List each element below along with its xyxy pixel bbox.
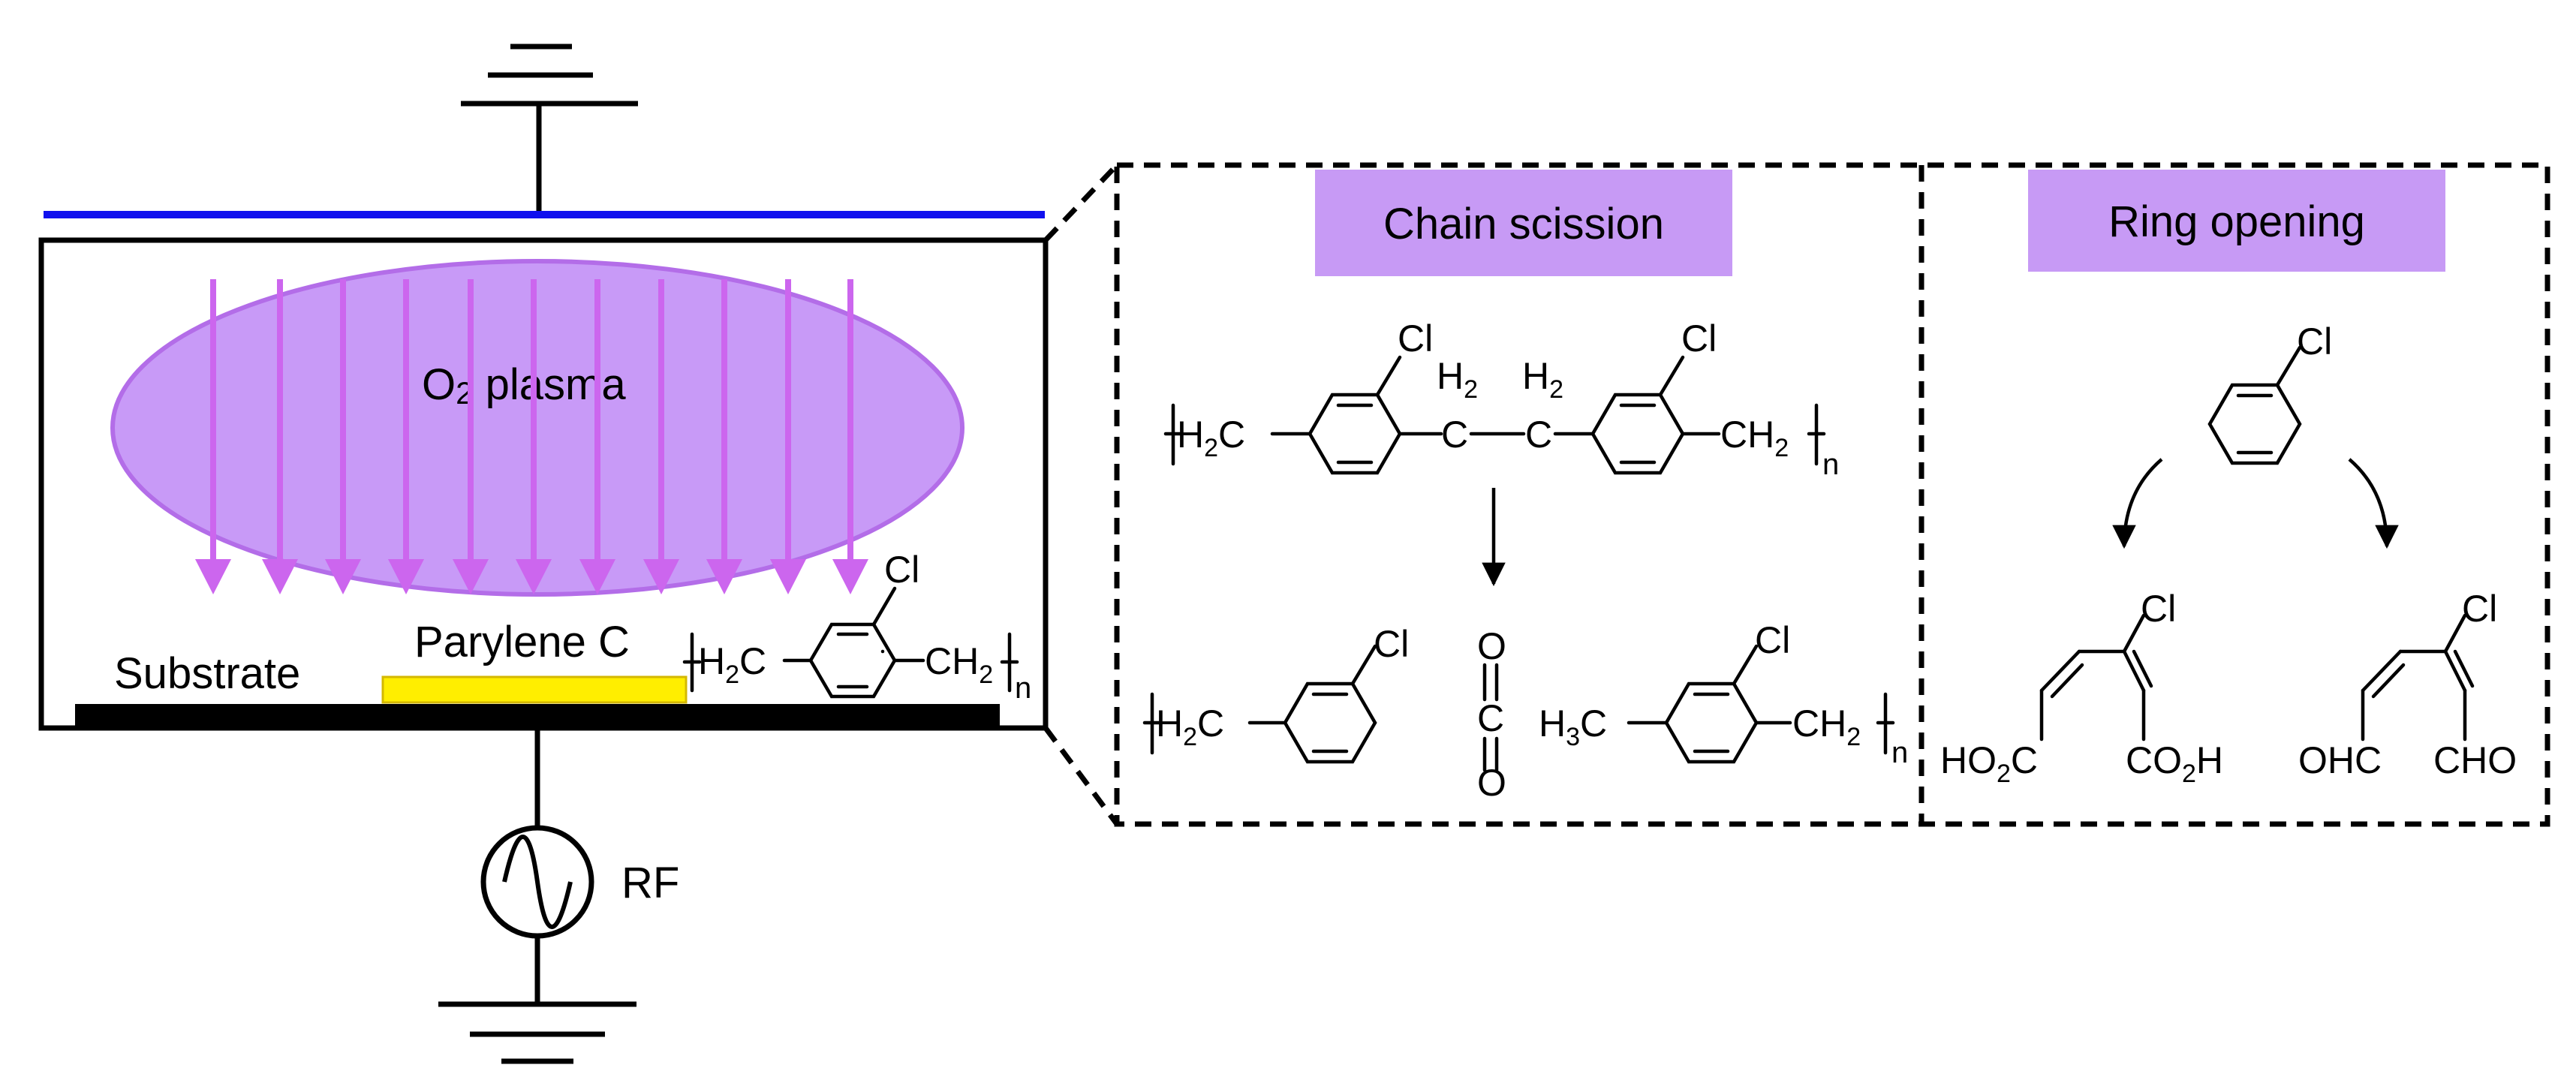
svg-text:Cl: Cl bbox=[884, 549, 919, 591]
svg-text:C: C bbox=[1477, 697, 1504, 739]
svg-text:CH2: CH2 bbox=[1720, 414, 1789, 462]
svg-text:O: O bbox=[1477, 625, 1506, 667]
substrate-plate bbox=[75, 704, 1000, 728]
svg-text:n: n bbox=[1015, 672, 1031, 705]
ion-flux-arrows bbox=[195, 279, 868, 594]
svg-text:H2C: H2C bbox=[1177, 414, 1245, 462]
svg-text:H2: H2 bbox=[1437, 355, 1478, 404]
zoom-line-top bbox=[1043, 163, 1119, 242]
svg-text:Cl: Cl bbox=[1374, 623, 1409, 665]
ion-flux-arrow-head bbox=[195, 559, 231, 594]
svg-text:CO2H: CO2H bbox=[2126, 739, 2223, 788]
chain-scission-header-bg bbox=[1315, 170, 1732, 276]
svg-text:O: O bbox=[1477, 762, 1506, 804]
svg-text:H3C: H3C bbox=[1539, 702, 1607, 751]
ion-flux-arrow-head bbox=[706, 559, 742, 594]
svg-text:CHO: CHO bbox=[2433, 739, 2517, 781]
plasma-cloud bbox=[110, 259, 964, 597]
detail-panel-border bbox=[1114, 162, 2550, 827]
chain-fragment-1: H2C Cl bbox=[1142, 623, 1409, 764]
svg-text:CH2: CH2 bbox=[925, 640, 993, 689]
svg-text:H2C: H2C bbox=[1156, 702, 1224, 751]
ion-flux-arrow-head bbox=[579, 559, 615, 594]
chain-fragment-2: H3C Cl CH2 n bbox=[1539, 619, 1908, 769]
chain-scission-header: Chain scission bbox=[1383, 200, 1664, 248]
co2-molecule: O C O bbox=[1477, 625, 1506, 804]
svg-text:OHC: OHC bbox=[2298, 739, 2382, 781]
svg-text:HO2C: HO2C bbox=[1940, 739, 2038, 788]
svg-text:n: n bbox=[1891, 736, 1908, 769]
svg-text:n: n bbox=[1822, 448, 1839, 481]
svg-text:CH2: CH2 bbox=[1792, 702, 1861, 751]
ion-flux-arrow-head bbox=[388, 559, 424, 594]
svg-text:Cl: Cl bbox=[1681, 317, 1717, 359]
svg-text:Cl: Cl bbox=[2141, 588, 2176, 630]
bottom-ground-symbol bbox=[438, 1001, 636, 1064]
svg-text:H2: H2 bbox=[1522, 355, 1563, 404]
ion-flux-arrow-head bbox=[770, 559, 806, 594]
ion-flux-arrow-head bbox=[832, 559, 868, 594]
chloro-muconaldehyde: Cl OHC CHO bbox=[2298, 588, 2517, 781]
rf-source bbox=[480, 728, 594, 1004]
ion-flux-arrow-head bbox=[262, 559, 298, 594]
ion-flux-arrow-head bbox=[325, 559, 361, 594]
parylene-c-structure: H2C Cl CH2 n bbox=[682, 549, 1031, 705]
parylene-label: Parylene C bbox=[414, 618, 630, 666]
ion-flux-arrow-head bbox=[453, 559, 489, 594]
svg-text:Cl: Cl bbox=[1755, 619, 1790, 661]
svg-text:C: C bbox=[1525, 414, 1552, 456]
chloro-muconic-acid: Cl HO2C CO2H bbox=[1940, 588, 2223, 788]
parylene-film bbox=[381, 675, 688, 704]
ion-flux-arrow-head bbox=[643, 559, 679, 594]
svg-text:C: C bbox=[1441, 414, 1468, 456]
svg-text:Cl: Cl bbox=[1398, 317, 1433, 359]
svg-text:H2C: H2C bbox=[698, 640, 766, 689]
ring-opening-arrow-left bbox=[2112, 458, 2163, 549]
substrate-label: Substrate bbox=[114, 649, 300, 698]
ring-opening-header: Ring opening bbox=[2108, 197, 2365, 246]
svg-text:Cl: Cl bbox=[2462, 588, 2497, 630]
zoom-line-bottom bbox=[1043, 726, 1119, 826]
rf-label: RF bbox=[621, 859, 679, 907]
svg-text:Cl: Cl bbox=[2297, 320, 2332, 362]
ion-flux-arrow-head bbox=[516, 559, 552, 594]
top-ground-symbol bbox=[461, 44, 638, 213]
ring-opening-arrow-right bbox=[2348, 458, 2399, 549]
chlorobenzene-structure: Cl bbox=[2207, 320, 2332, 465]
ring-opening-header-bg bbox=[2028, 170, 2445, 272]
parylene-dimer-structure: H2C Cl C H2 C H2 Cl CH2 n bbox=[1163, 317, 1839, 481]
